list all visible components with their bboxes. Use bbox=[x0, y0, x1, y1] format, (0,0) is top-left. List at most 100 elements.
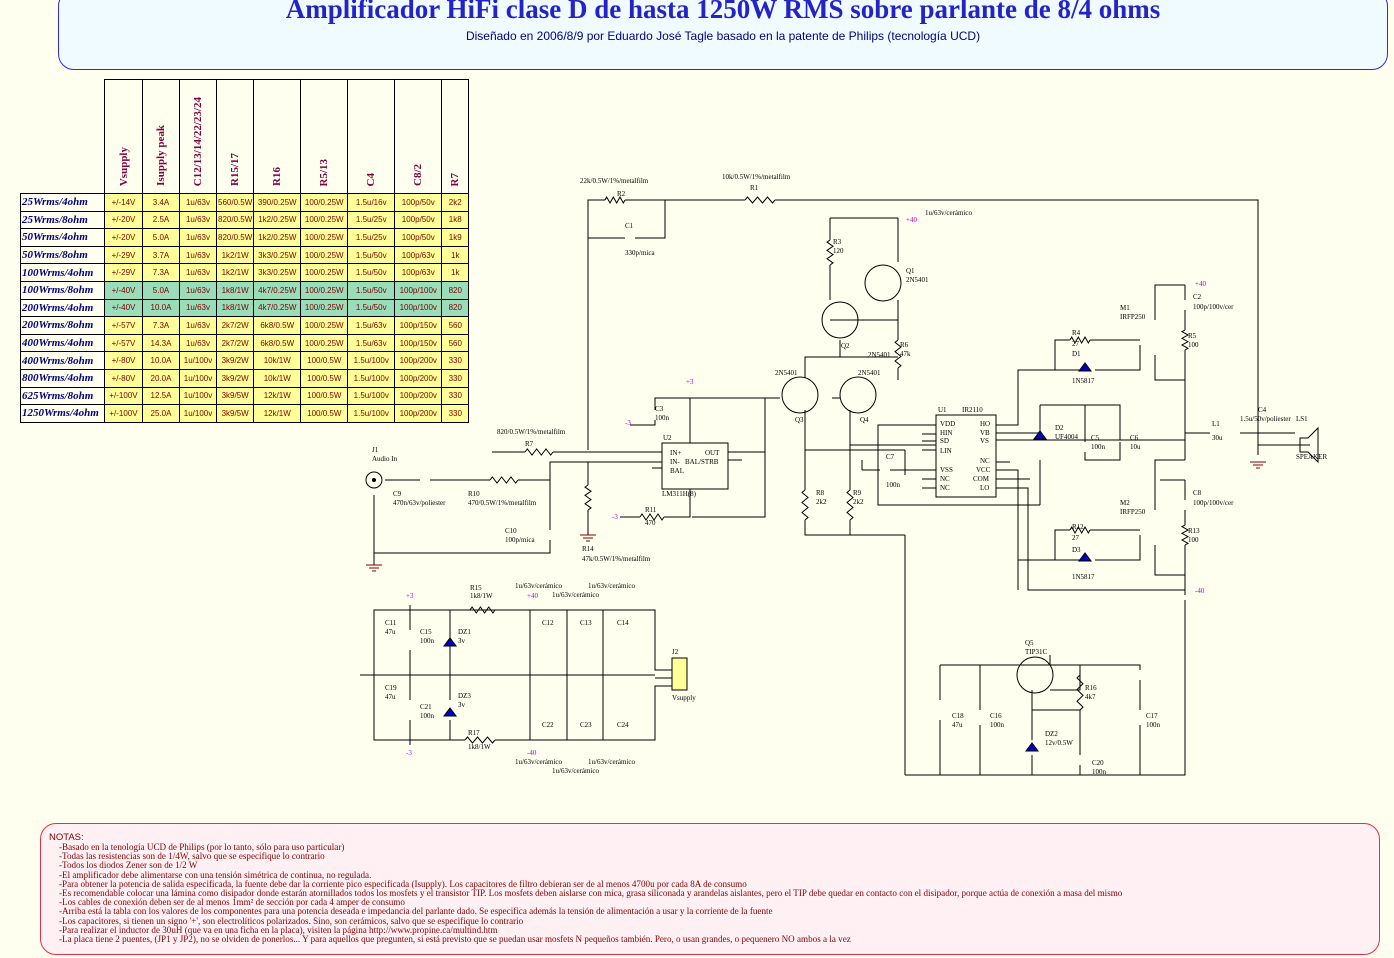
table-cell: 1k8/1W bbox=[215, 280, 255, 300]
label-c21: C21 bbox=[420, 703, 432, 711]
label-u1-nc3: NC bbox=[980, 457, 990, 465]
label-d1: D1 bbox=[1072, 350, 1081, 358]
resistor-symbol bbox=[744, 196, 776, 204]
label-c5-val: 100n bbox=[1091, 443, 1106, 451]
table-cell: 100p/63v bbox=[394, 245, 443, 265]
table-header: R15/17 bbox=[215, 79, 255, 194]
resistor-symbol bbox=[801, 489, 809, 521]
label-c18: C18 bbox=[952, 712, 964, 720]
label-r5-val: 100 bbox=[1188, 341, 1199, 349]
table-cell: 1k9 bbox=[441, 228, 470, 247]
label-m1: M1 bbox=[1120, 304, 1130, 312]
resistor-symbol bbox=[639, 513, 665, 521]
label-plus40-psu: +40 bbox=[527, 592, 538, 600]
note-line: -Para obtener la potencia de salida espe… bbox=[59, 878, 747, 889]
label-c23: C23 bbox=[580, 721, 592, 729]
power-rating: 1250Wrms/4ohm bbox=[20, 404, 105, 423]
table-cell: +/-14V bbox=[104, 193, 143, 212]
label-l1: L1 bbox=[1212, 420, 1220, 428]
label-u1-vcc: VCC bbox=[976, 466, 991, 474]
label-minus3-c3: -3 bbox=[625, 419, 631, 427]
label-u1-nc2: NC bbox=[940, 484, 950, 492]
label-r14-val: 47k/0.5W/1%/metalfilm bbox=[582, 555, 651, 563]
label-plus40-right: +40 bbox=[1195, 280, 1206, 288]
label-c10-val: 100p/mica bbox=[505, 536, 535, 544]
label-r15-val: 1k8/1W bbox=[470, 592, 493, 600]
label-q1: Q1 bbox=[906, 267, 915, 275]
label-u2-part: LM311H(8) bbox=[662, 490, 697, 498]
table-cell: 7.3A bbox=[142, 263, 180, 282]
resistor-symbol bbox=[846, 489, 854, 521]
label-u1-vss: VSS bbox=[940, 466, 953, 474]
table-header: C12/13/14/22/23/24 bbox=[179, 79, 217, 194]
table-cell: 12k/1W bbox=[253, 404, 302, 423]
table-cell: +/-100V bbox=[104, 386, 143, 406]
label-m1-type: IRFP250 bbox=[1120, 313, 1146, 321]
label-c7-val: 100n bbox=[886, 481, 901, 489]
label-dz2: DZ2 bbox=[1045, 730, 1058, 738]
label-c5: C5 bbox=[1091, 434, 1100, 442]
table-cell: 100p/200v bbox=[394, 351, 443, 370]
label-c1-val: 330p/mica bbox=[625, 249, 655, 257]
table-cell: 1u/63v bbox=[179, 210, 217, 230]
table-cell: 330 bbox=[441, 404, 470, 423]
table-cell: 1.5u/100v bbox=[347, 404, 396, 423]
label-q3: Q3 bbox=[795, 416, 804, 424]
label-d2: D2 bbox=[1055, 424, 1064, 432]
label-c24: C24 bbox=[617, 721, 629, 729]
table-cell: 100/0.5W bbox=[300, 351, 349, 370]
label-c17: C17 bbox=[1146, 712, 1158, 720]
table-cell: 100/0.5W bbox=[300, 386, 349, 406]
label-r17-val: 1k8/1W bbox=[468, 743, 491, 751]
label-r10: R10 bbox=[468, 490, 480, 498]
label-r8: R8 bbox=[816, 489, 825, 497]
table-cell: 10k/1W bbox=[253, 368, 302, 388]
label-u1-vdd: VDD bbox=[940, 420, 955, 428]
table-cell: +/-20V bbox=[104, 228, 143, 247]
table-cell: 100/0.25W bbox=[300, 193, 349, 212]
table-cell: 100/0.5W bbox=[300, 404, 349, 423]
table-cell: 820 bbox=[441, 280, 470, 300]
label-minus3-r11: -3 bbox=[612, 513, 618, 521]
table-cell: 1u/63v bbox=[179, 280, 217, 300]
notes-title: NOTAS: bbox=[49, 832, 84, 843]
table-header: Isupply peak bbox=[142, 79, 180, 194]
label-u2-in-p: IN+ bbox=[670, 449, 681, 457]
label-q1-type: 2N5401 bbox=[906, 276, 929, 284]
label-u2-out: OUT bbox=[705, 449, 720, 457]
table-cell: +/-80V bbox=[104, 368, 143, 388]
power-rating: 800Wrms/4ohm bbox=[20, 368, 105, 388]
power-rating: 400Wrms/4ohm bbox=[20, 333, 105, 353]
table-cell: 1u/63v bbox=[179, 333, 217, 353]
power-rating: 625Wrms/8ohm bbox=[20, 386, 105, 406]
label-c8: C8 bbox=[1193, 489, 1202, 497]
label-c22: C22 bbox=[542, 721, 554, 729]
resistor-symbol bbox=[1076, 674, 1084, 711]
label-r6: R6 bbox=[900, 341, 909, 349]
transistor-symbol bbox=[781, 376, 819, 414]
table-cell: 1u/63v bbox=[179, 298, 217, 318]
label-u2-in-m: IN- bbox=[670, 458, 680, 466]
table-header: R5/13 bbox=[300, 79, 349, 194]
label-r9: R9 bbox=[853, 489, 862, 497]
page-title: Amplificador HiFi clase D de hasta 1250W… bbox=[285, 0, 1161, 24]
note-line: -La placa tiene 2 puentes, (JP1 y JP2), … bbox=[59, 933, 851, 944]
label-c17-val: 100n bbox=[1146, 721, 1161, 729]
label-c18-val: 47u bbox=[952, 721, 963, 729]
label-u2: U2 bbox=[663, 434, 672, 442]
table-cell: 2k7/2W bbox=[215, 316, 255, 335]
table-cell: 25.0A bbox=[142, 404, 180, 423]
table-header: Vsupply bbox=[104, 79, 143, 194]
table-cell: 3k9/5W bbox=[215, 386, 255, 406]
table-cell: 1k bbox=[441, 263, 470, 282]
table-cell: 3k3/0.25W bbox=[253, 263, 302, 282]
transistor-symbol bbox=[839, 376, 877, 414]
table-cell: 100p/50v bbox=[394, 210, 443, 230]
label-c20: C20 bbox=[1092, 759, 1104, 767]
label-c2-val: 100p/100v/cer bbox=[1193, 303, 1234, 311]
table-cell: 100/0.25W bbox=[300, 333, 349, 353]
label-minus40-right: -40 bbox=[1195, 587, 1205, 595]
label-q4-type: 2N5401 bbox=[858, 369, 881, 377]
